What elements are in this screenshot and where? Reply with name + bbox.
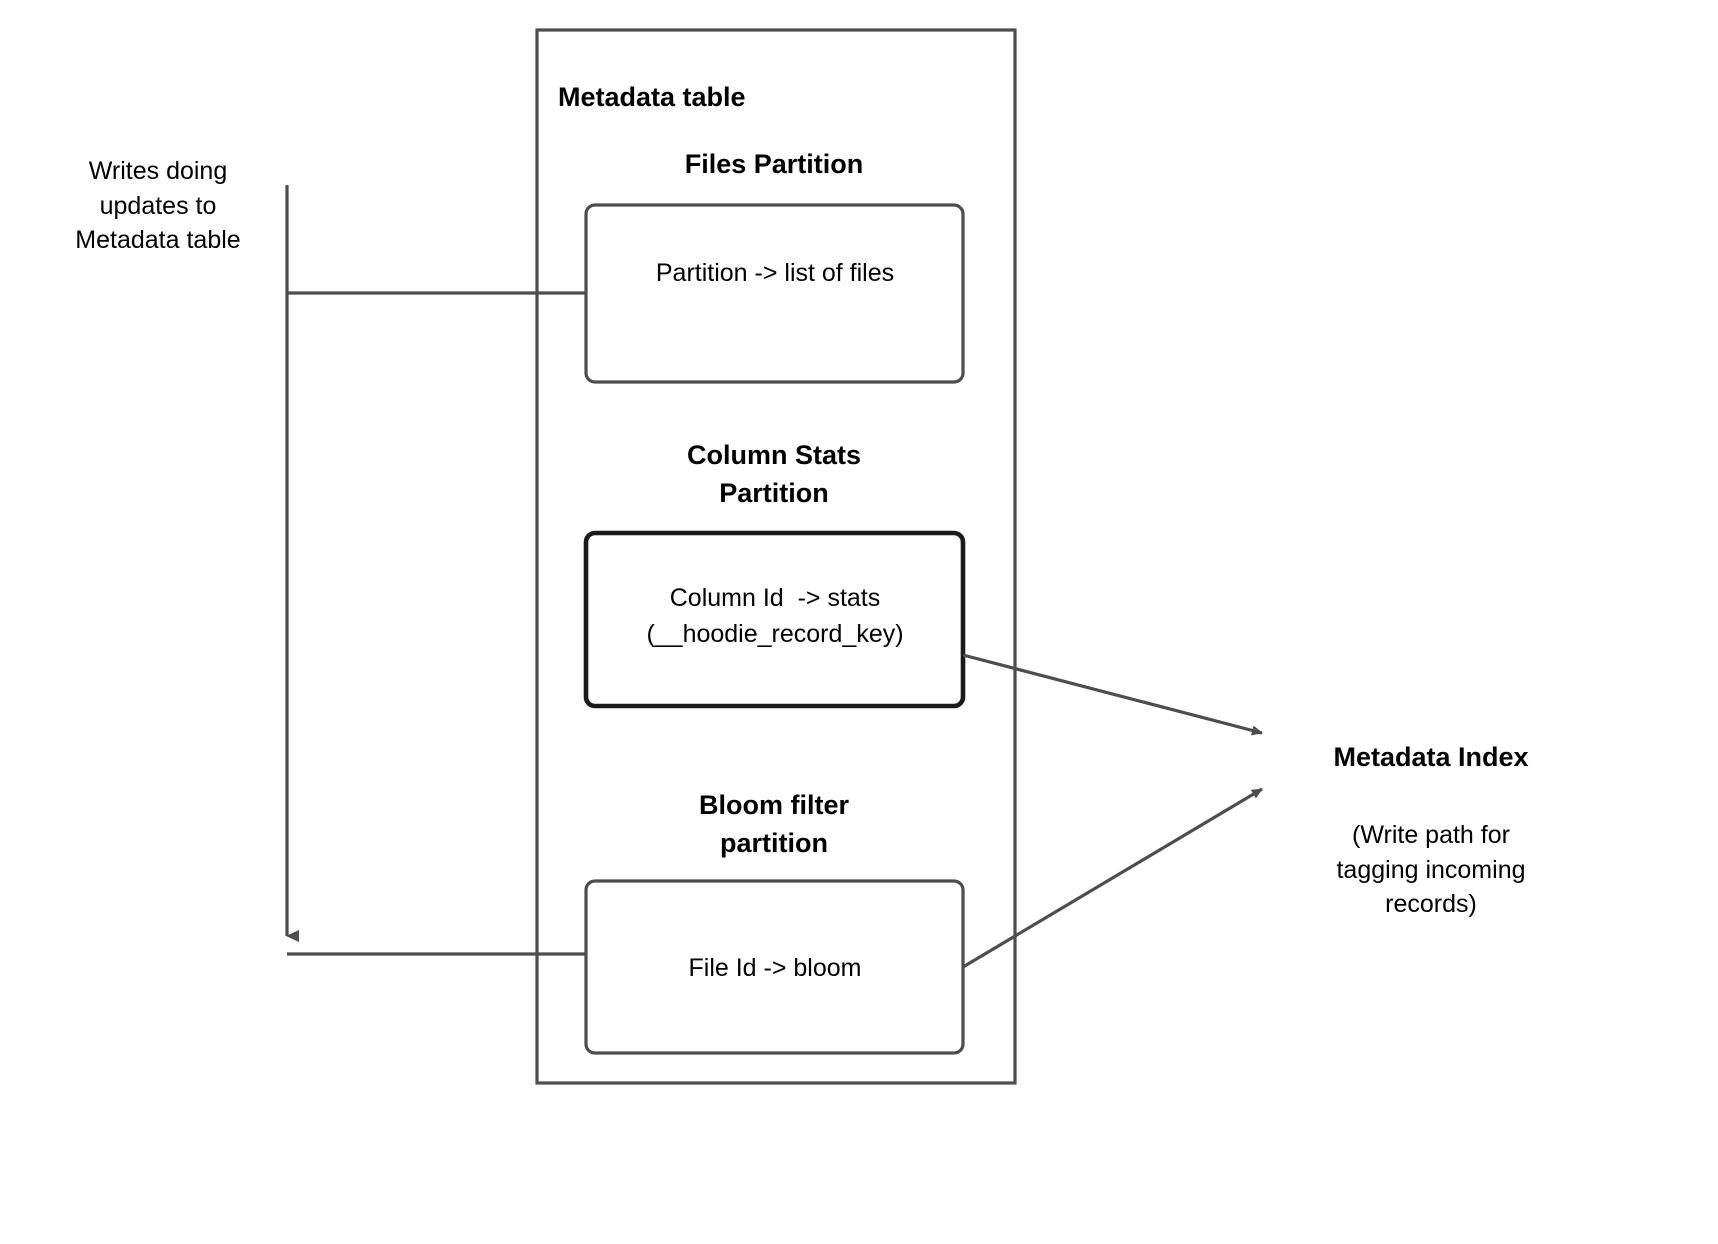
files-partition-heading: Files Partition [684, 149, 864, 179]
metadata-index-label: Metadata Index [1333, 742, 1529, 772]
files-partition-box-text: Partition -> list of files [655, 259, 895, 287]
metadata-index-caption: (Write path for tagging incoming records… [1336, 821, 1526, 918]
files-partition-box [584, 203, 965, 384]
bloom-filter-partition-box-text: File Id -> bloom [688, 954, 862, 982]
column-stats-to-index-arrow [962, 653, 1263, 736]
column-stats-partition-heading: Column Stats Partition [686, 440, 861, 509]
bloom-filter-partition-heading: Bloom filter partition [698, 790, 849, 859]
metadata-table-container [535, 28, 1017, 1085]
metadata-table-title: Metadata table [558, 82, 746, 112]
bloom-to-index-arrow [962, 787, 1263, 969]
column-stats-partition-box-text: Column Id -> stats (__hoodie_record_key) [646, 584, 904, 648]
writes-annotation-label: Writes doing updates to Metadata table [75, 157, 241, 254]
